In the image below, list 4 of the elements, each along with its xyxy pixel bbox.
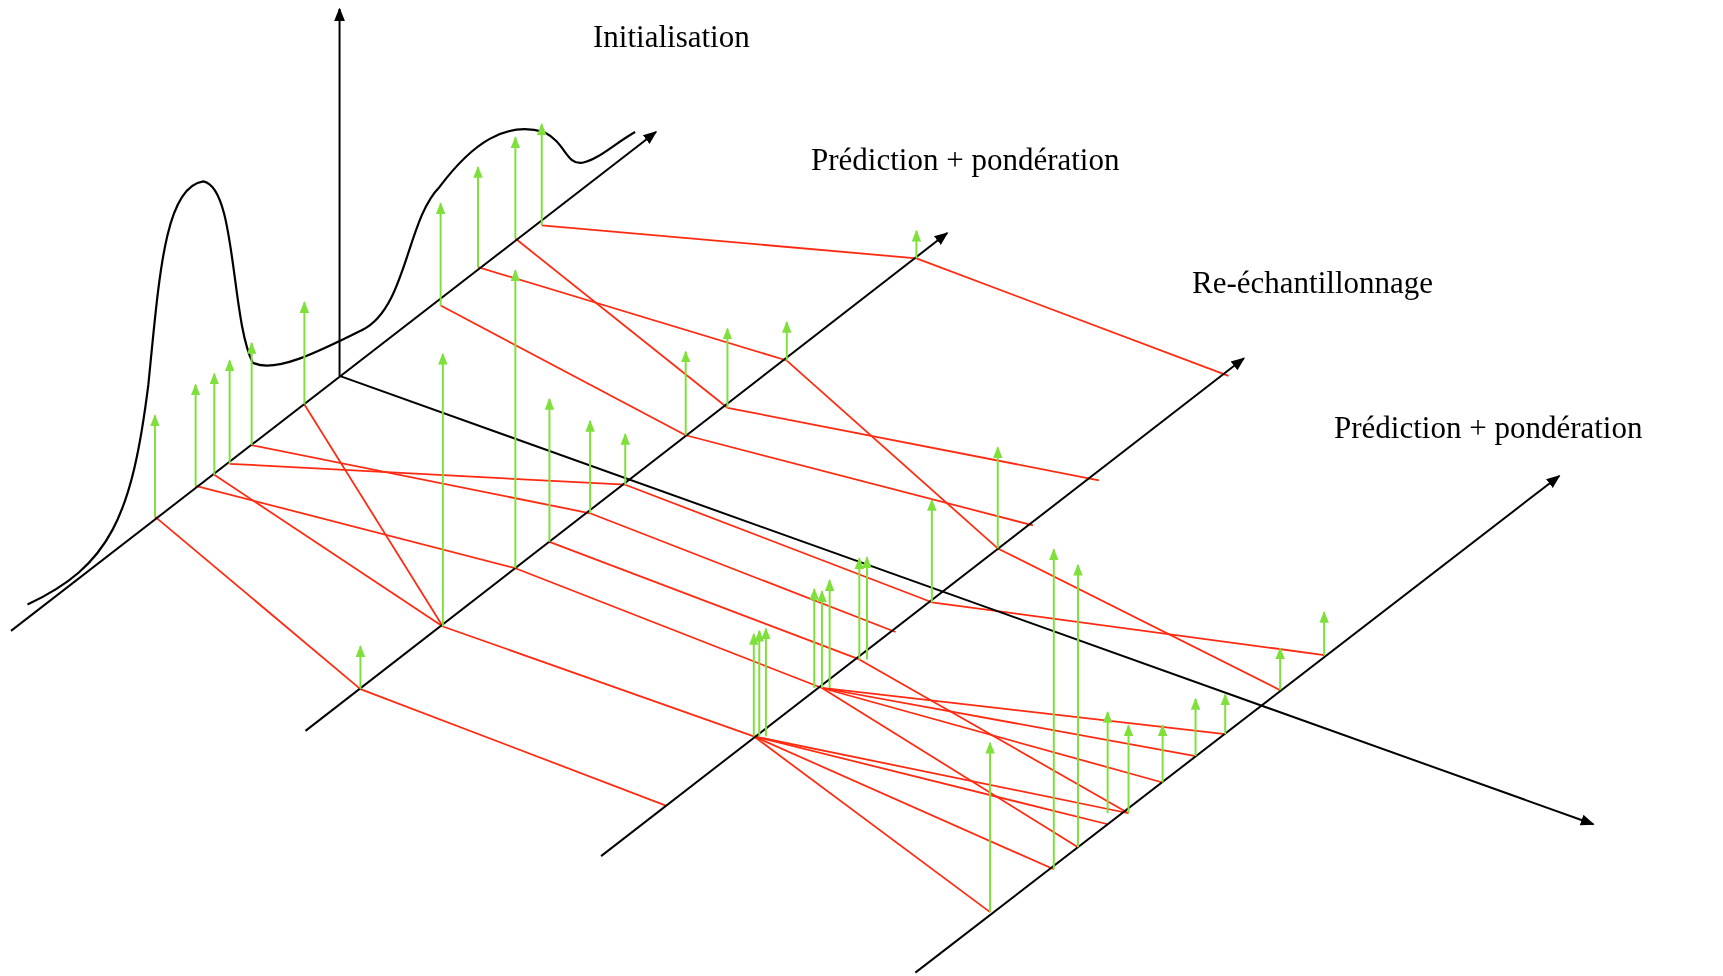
step-label: Initialisation — [593, 20, 750, 55]
step-label: Prédiction + pondération — [1334, 411, 1643, 446]
step-label: Re-échantillonnage — [1192, 266, 1433, 301]
step-label: Prédiction + pondération — [811, 143, 1120, 178]
